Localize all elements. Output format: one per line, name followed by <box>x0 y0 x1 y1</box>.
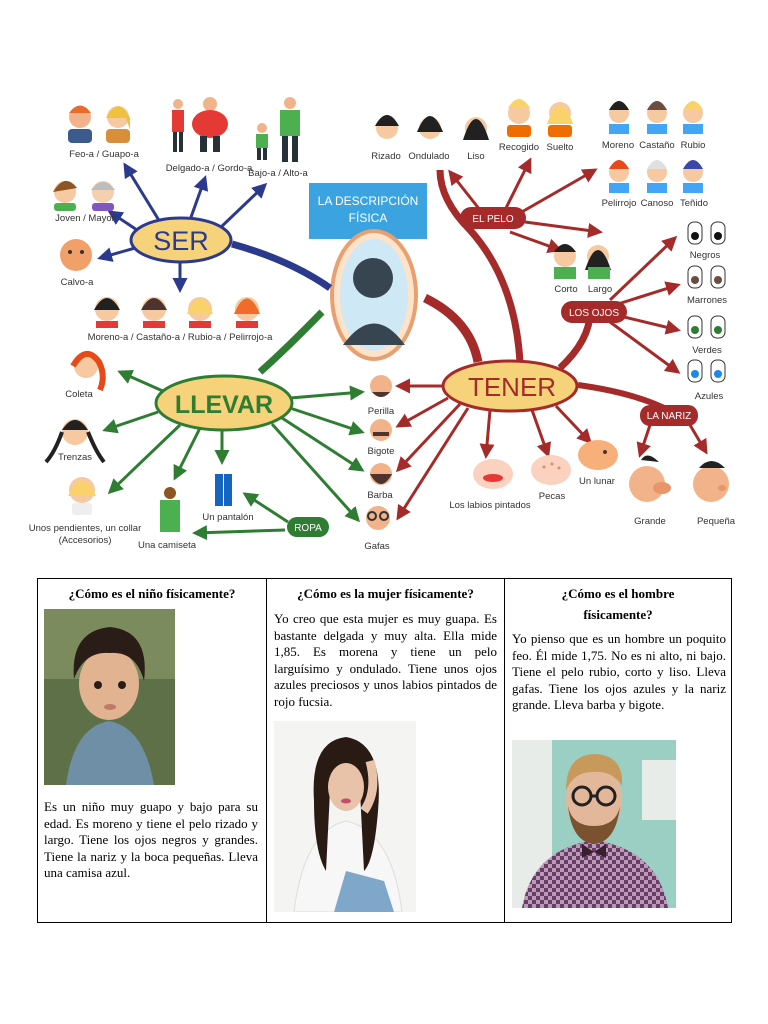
text-hombre: Yo pienso que es un hombre un poquito fe… <box>512 631 726 714</box>
photo-hombre <box>512 740 676 908</box>
ser-label: Calvo-a <box>61 277 94 288</box>
question-hombre-line1: ¿Cómo es el hombre <box>562 586 675 601</box>
ser-hub: SER <box>153 226 209 256</box>
tener-mouth-item: Los labios pintados <box>449 500 531 511</box>
llevar-label: Un pantalón <box>202 512 253 523</box>
el-pelo-item: Moreno <box>602 140 634 151</box>
map-title-line2: FÍSICA <box>349 210 388 225</box>
los-ojos-item: Marrones <box>687 295 727 306</box>
mirror-portrait <box>332 231 416 359</box>
tener-face-item: Bigote <box>368 446 395 457</box>
table-col-nino: ¿Cómo es el niño físicamente? Es un niño… <box>38 579 266 922</box>
question-mujer: ¿Cómo es la mujer físicamente? <box>273 583 498 604</box>
el-pelo-item: Rizado <box>371 151 401 162</box>
table-col-hombre: ¿Cómo es el hombre físicamente? Yo piens… <box>504 579 731 922</box>
table-col-mujer: ¿Cómo es la mujer físicamente? Yo creo q… <box>266 579 504 922</box>
el-pelo-item: Ondulado <box>408 151 449 162</box>
ropa-label: ROPA <box>294 523 322 534</box>
la-nariz-item: Pequeña <box>697 516 736 527</box>
los-ojos-label: LOS OJOS <box>569 308 619 319</box>
tener-face-item: Gafas <box>364 541 390 552</box>
el-pelo-item: Corto <box>554 284 577 295</box>
el-pelo-label: EL PELO <box>472 214 514 225</box>
llevar-label: Una camiseta <box>138 540 197 551</box>
los-ojos-item: Verdes <box>692 345 722 356</box>
el-pelo-item: Suelto <box>547 142 574 153</box>
el-pelo-item: Liso <box>467 151 484 162</box>
el-pelo-item: Pelirrojo <box>602 198 637 209</box>
tener-hub: TENER <box>468 372 556 402</box>
question-hombre: ¿Cómo es el hombre físicamente? <box>511 583 725 625</box>
llevar-label: (Accesorios) <box>59 535 112 546</box>
llevar-hub: LLEVAR <box>175 391 273 419</box>
la-nariz-item: Grande <box>634 516 666 527</box>
ser-label: Delgado-a / Gordo-a <box>166 163 253 174</box>
ser-branch: SER <box>100 165 330 290</box>
llevar-branch: LLEVAR ROPA <box>105 312 362 537</box>
ser-label: Moreno-a / Castaño-a / Rubio-a / Pelirro… <box>88 332 274 343</box>
llevar-label: Coleta <box>65 389 93 400</box>
question-nino: ¿Cómo es el niño físicamente? <box>44 583 260 604</box>
tener-mouth-item: Pecas <box>539 491 566 502</box>
photo-mujer <box>274 721 416 912</box>
tener-face-item: Perilla <box>368 406 395 417</box>
los-ojos-item: Azules <box>695 391 724 402</box>
text-nino: Es un niño muy guapo y bajo para su edad… <box>44 799 258 882</box>
description-table: ¿Cómo es el niño físicamente? Es un niño… <box>37 578 732 923</box>
llevar-label: Unos pendientes, un collar <box>29 523 142 534</box>
ser-label: Feo-a / Guapo-a <box>69 149 139 160</box>
el-pelo-item: Recogido <box>499 142 539 153</box>
el-pelo-item: Teñido <box>680 198 708 209</box>
tener-mouth-item: Un lunar <box>579 476 615 487</box>
los-ojos-item: Negros <box>690 250 721 261</box>
ser-label: Joven / Mayor <box>55 213 115 224</box>
el-pelo-item: Rubio <box>681 140 706 151</box>
llevar-label: Trenzas <box>58 452 92 463</box>
tener-figures <box>366 99 729 530</box>
la-nariz-label: LA NARIZ <box>647 411 691 422</box>
question-hombre-line2: físicamente? <box>583 607 652 622</box>
el-pelo-item: Canoso <box>641 198 674 209</box>
tener-face-item: Barba <box>367 490 393 501</box>
ser-label: Bajo-a / Alto-a <box>248 168 308 179</box>
map-title-line1: LA DESCRIPCIÓN <box>318 193 419 208</box>
el-pelo-item: Castaño <box>639 140 674 151</box>
mind-map: LA DESCRIPCIÓN FÍSICA SER Feo-a <box>0 0 768 570</box>
text-mujer: Yo creo que esta mujer es muy guapa. Es … <box>274 611 497 710</box>
photo-nino <box>44 609 175 785</box>
el-pelo-item: Largo <box>588 284 612 295</box>
